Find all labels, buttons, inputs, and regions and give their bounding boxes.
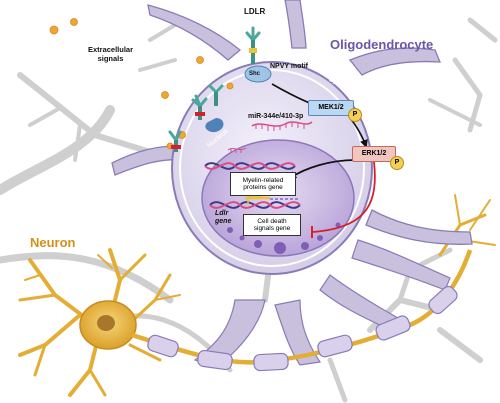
cell-membrane-inner xyxy=(179,69,365,267)
extracellular-signals-label: Extracellular signals xyxy=(88,45,134,63)
vesicle-protein xyxy=(205,118,224,133)
cell-death-gene-box: Cell death signals gene xyxy=(243,214,301,236)
mirna-small xyxy=(227,147,247,153)
oligo-processes xyxy=(111,0,473,245)
shc-label: Shc xyxy=(249,71,261,77)
mirna-ticks xyxy=(255,122,305,131)
erk-box: ERK1/2 xyxy=(352,146,396,162)
ldlr-receptor-left2 xyxy=(168,130,182,152)
shc-protein xyxy=(244,65,272,83)
chromatin-spots xyxy=(227,222,341,254)
ldlr-gene-arrow xyxy=(247,195,262,206)
oligodendrocyte-title: Oligodendrocyte xyxy=(330,37,434,52)
mirna-label: miR-344e/410-3p xyxy=(248,113,304,120)
dna-helix-ldlr xyxy=(209,201,301,209)
mek-phospho-badge: P xyxy=(348,108,362,122)
erk-phospho-badge: P xyxy=(390,156,404,170)
ldlr-label: LDLR xyxy=(244,7,266,16)
neuron-nucleus xyxy=(97,315,115,331)
myelin-gene-box: Myelin-related proteins gene xyxy=(230,172,296,196)
ldlr-receptor-left1 xyxy=(191,94,208,120)
background-neurons xyxy=(0,17,498,403)
myelin-sheaths xyxy=(147,285,458,372)
neuron-label: Neuron xyxy=(30,235,76,250)
ldlr-receptor-top xyxy=(245,26,261,64)
ldlr-receptor-cyto xyxy=(208,84,224,106)
npvy-motif-label: NPVY motif xyxy=(270,63,308,70)
inhibit-erk-to-cell-death xyxy=(311,161,376,233)
mirna-strand xyxy=(251,121,313,127)
myelin-processes xyxy=(193,239,451,369)
dna-helix-myelin xyxy=(204,162,296,170)
ldlr-gene-label: Ldlr gene xyxy=(215,210,232,225)
